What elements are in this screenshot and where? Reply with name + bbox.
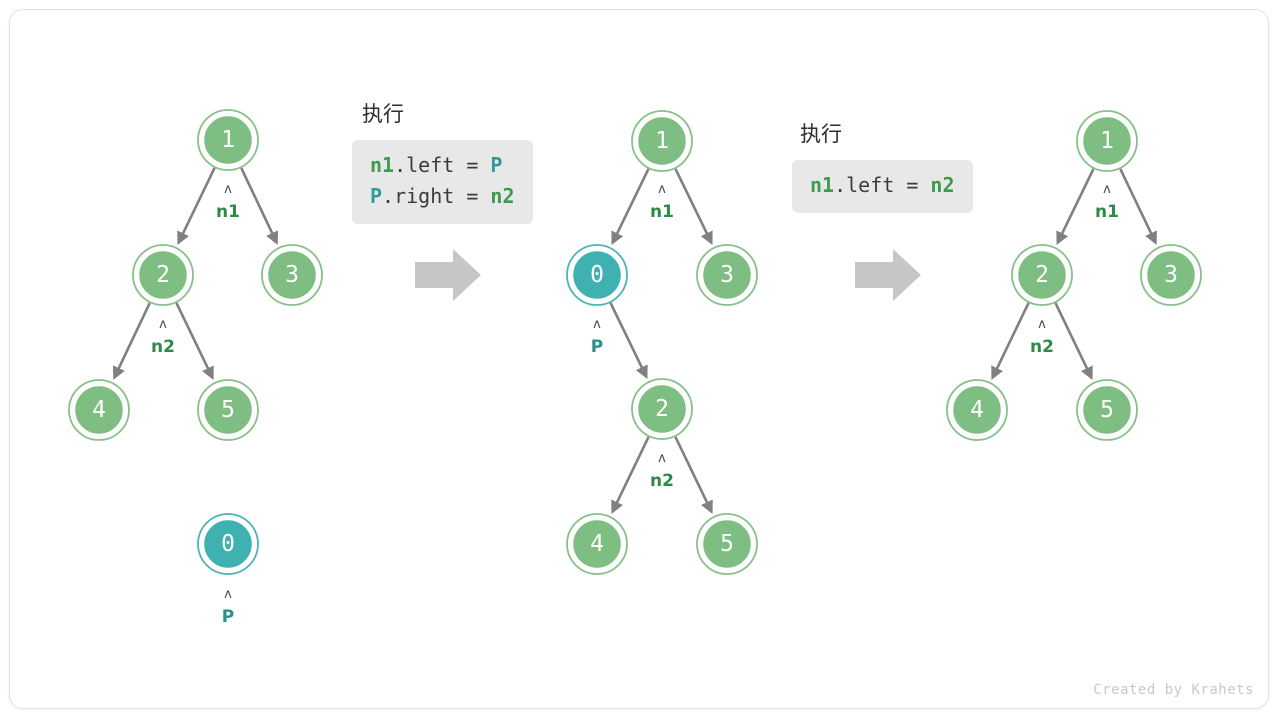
code-line: n1.left = n2 <box>810 170 955 201</box>
pointer-label: P <box>591 337 603 357</box>
code-token: n1 <box>810 173 835 197</box>
panel-middle-node-5: 5 <box>696 513 758 575</box>
nodes-layer: 1 2 3 4 5 0 1 0 3 2 4 5 1 2 3 4 5 <box>68 109 1202 575</box>
node-value: 5 <box>221 397 235 423</box>
panel-before-node-1: 1 <box>197 109 259 171</box>
pointer-label: P <box>222 607 234 627</box>
tree-edge <box>674 436 713 514</box>
panel-after-pointer-n1: ʌ n1 <box>1095 182 1119 222</box>
node-value: 0 <box>590 262 604 288</box>
panel-after-node-3: 3 <box>1140 244 1202 306</box>
node-value: 4 <box>92 397 106 423</box>
code-token: n1 <box>370 153 395 177</box>
panel-before-pointer-n2: ʌ n2 <box>151 317 175 357</box>
code-line: P.right = n2 <box>370 181 515 212</box>
panel-before-node-2: 2 <box>132 244 194 306</box>
panel-before-node-3: 3 <box>261 244 323 306</box>
panel-middle-node-3: 3 <box>696 244 758 306</box>
pointer-label: n1 <box>650 202 674 222</box>
code-line: n1.left = P <box>370 150 515 181</box>
node-value: 2 <box>156 262 170 288</box>
tree-edge <box>611 168 650 245</box>
node-value: 3 <box>720 262 734 288</box>
tree-edge <box>611 436 650 514</box>
pointer-label: n1 <box>1095 202 1119 222</box>
pointer-label: n1 <box>216 202 240 222</box>
node-value: 3 <box>1164 262 1178 288</box>
node-value: 3 <box>285 262 299 288</box>
tree-edge <box>609 302 648 379</box>
panel-middle-pointer-p: ʌP <box>591 317 603 357</box>
panel-middle-node-0: 0 <box>566 244 628 306</box>
code-token: P <box>490 153 503 177</box>
tree-edge <box>991 302 1030 380</box>
panel-before-pointer-p: ʌP <box>222 587 234 627</box>
caret-icon: ʌ <box>658 451 666 466</box>
panel-before-node-0: 0 <box>197 513 259 575</box>
pointer-label: n2 <box>650 471 674 491</box>
pointer-label: n2 <box>1030 337 1054 357</box>
tree-edge <box>112 302 151 380</box>
pointer-label: n2 <box>151 337 175 357</box>
panel-after-node-1: 1 <box>1076 110 1138 172</box>
panel-after-pointer-n2: ʌ n2 <box>1030 317 1054 357</box>
step-1-exec-label: 执行 <box>362 102 404 126</box>
panel-after-node-2: 2 <box>1011 244 1073 306</box>
code-token: n2 <box>490 184 515 208</box>
tree-edge <box>1054 302 1093 380</box>
caret-icon: ʌ <box>159 317 167 332</box>
node-value: 4 <box>590 531 604 557</box>
node-value: 1 <box>655 128 669 154</box>
panel-middle-pointer-n2: ʌ n2 <box>650 451 674 491</box>
block-arrow-2 <box>855 249 921 301</box>
step-2-exec-label: 执行 <box>800 122 842 146</box>
tree-edge <box>1119 168 1157 245</box>
panel-after-node-4: 4 <box>946 379 1008 441</box>
node-value: 1 <box>1100 128 1114 154</box>
caret-icon: ʌ <box>1103 182 1111 197</box>
node-value: 5 <box>720 531 734 557</box>
node-value: 5 <box>1100 397 1114 423</box>
caret-icon: ʌ <box>1038 317 1046 332</box>
block-arrow-1 <box>415 249 481 301</box>
panel-before-pointer-n1: ʌ n1 <box>216 182 240 222</box>
code-token: .right = <box>382 184 491 208</box>
tree-edge <box>175 302 214 380</box>
panel-before-node-5: 5 <box>197 379 259 441</box>
panel-before-node-4: 4 <box>68 379 130 441</box>
node-value: 0 <box>221 531 235 557</box>
node-value: 4 <box>970 397 984 423</box>
step-2-code-block: n1.left = n2 <box>792 160 973 213</box>
panel-middle-node-1: 1 <box>631 110 693 172</box>
tree-edge <box>240 167 279 245</box>
edges-layer <box>112 167 1157 514</box>
code-token: .left = <box>394 153 491 177</box>
panel-middle-node-4: 4 <box>566 513 628 575</box>
tree-edge <box>177 167 216 245</box>
block-arrows-layer <box>415 249 921 301</box>
panel-middle-pointer-n1: ʌ n1 <box>650 182 674 222</box>
tree-edge <box>1056 168 1095 245</box>
code-token: P <box>370 184 383 208</box>
panel-middle-node-2: 2 <box>631 378 693 440</box>
caret-icon: ʌ <box>224 182 232 197</box>
caret-icon: ʌ <box>658 182 666 197</box>
caret-icon: ʌ <box>593 317 601 332</box>
code-token: .left = <box>834 173 931 197</box>
node-value: 2 <box>1035 262 1049 288</box>
panel-after-node-5: 5 <box>1076 379 1138 441</box>
node-value: 2 <box>655 396 669 422</box>
caret-icon: ʌ <box>224 587 232 602</box>
tree-edge <box>674 168 713 245</box>
code-token: n2 <box>930 173 955 197</box>
node-value: 1 <box>221 127 235 153</box>
credit-text: Created by Krahets <box>1093 682 1254 698</box>
